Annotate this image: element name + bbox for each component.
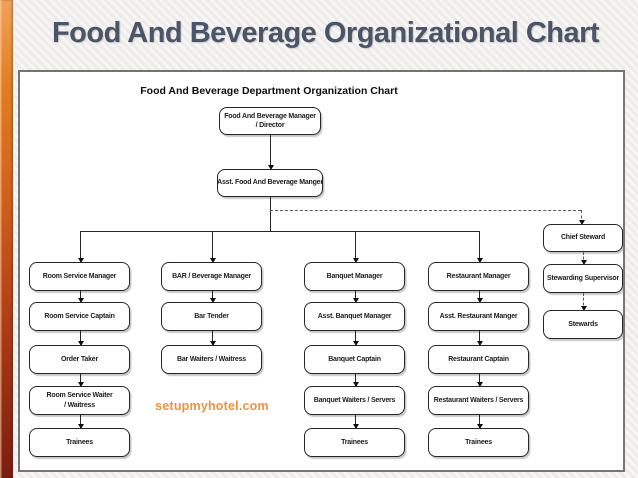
node-asst-fb-manager: Asst. Food And Beverage Manger bbox=[217, 169, 323, 197]
node-restaurant-trainees: Trainees bbox=[428, 428, 529, 457]
node-banquet-waiters: Banquet Waiters / Servers bbox=[304, 386, 405, 415]
node-bar-tender: Bar Tender bbox=[161, 302, 262, 331]
watermark-text: setupmyhotel.com bbox=[155, 399, 269, 413]
connector bbox=[476, 415, 483, 429]
node-room-service-manager: Room Service Manager bbox=[29, 262, 130, 291]
node-stewards: Stewards bbox=[543, 310, 623, 339]
node-banquet-trainees: Trainees bbox=[304, 428, 405, 457]
connector bbox=[77, 374, 84, 387]
connector bbox=[77, 231, 84, 263]
node-stewarding-supervisor: Stewarding Supervisor bbox=[543, 264, 623, 293]
connector bbox=[77, 331, 84, 346]
node-room-service-captain: Room Service Captain bbox=[29, 302, 130, 331]
node-banquet-captain: Banquet Captain bbox=[304, 345, 405, 374]
connector bbox=[476, 231, 483, 263]
connector-distribution bbox=[80, 231, 479, 232]
connector bbox=[209, 291, 216, 303]
node-room-service-waiter: Room Service Waiter / Waitress bbox=[29, 386, 130, 415]
node-restaurant-captain: Restaurant Captain bbox=[428, 345, 529, 374]
node-restaurant-manager: Restaurant Manager bbox=[428, 262, 529, 291]
left-accent-bar bbox=[0, 0, 13, 478]
connector bbox=[270, 197, 271, 231]
node-asst-banquet-manager: Asst. Banquet Manager bbox=[304, 302, 405, 331]
connector bbox=[209, 331, 216, 346]
connector-dashed-to-steward bbox=[270, 210, 581, 211]
node-bar-waiters: Bar Waiters / Waitress bbox=[161, 345, 262, 374]
connector-dashed bbox=[580, 293, 587, 311]
org-chart-panel: Food And Beverage Department Organizatio… bbox=[18, 70, 625, 472]
connector bbox=[267, 135, 274, 170]
connector bbox=[352, 415, 359, 429]
node-chief-steward: Chief Steward bbox=[543, 224, 623, 252]
connector bbox=[352, 291, 359, 303]
node-order-taker: Order Taker bbox=[29, 345, 130, 374]
node-bar-beverage-manager: BAR / Beverage Manager bbox=[161, 262, 262, 291]
node-banquet-manager: Banquet Manager bbox=[304, 262, 405, 291]
connector bbox=[476, 374, 483, 387]
connector bbox=[77, 415, 84, 429]
connector-dashed-to-steward bbox=[578, 210, 585, 225]
connector-dashed bbox=[580, 252, 587, 265]
page-title: Food And Beverage Organizational Chart bbox=[51, 17, 600, 49]
connector bbox=[476, 331, 483, 346]
connector bbox=[352, 374, 359, 387]
chart-title: Food And Beverage Department Organizatio… bbox=[140, 85, 398, 97]
connector bbox=[77, 291, 84, 303]
node-room-service-trainees: Trainees bbox=[29, 428, 130, 457]
connector bbox=[352, 331, 359, 346]
connector bbox=[352, 231, 359, 263]
connector bbox=[476, 291, 483, 303]
connector bbox=[209, 231, 216, 263]
node-asst-restaurant-manager: Asst. Restaurant Manger bbox=[428, 302, 529, 331]
node-restaurant-waiters: Restaurant Waiters / Servers bbox=[428, 386, 529, 415]
node-fb-manager-director: Food And Beverage Manager / Director bbox=[219, 107, 321, 135]
